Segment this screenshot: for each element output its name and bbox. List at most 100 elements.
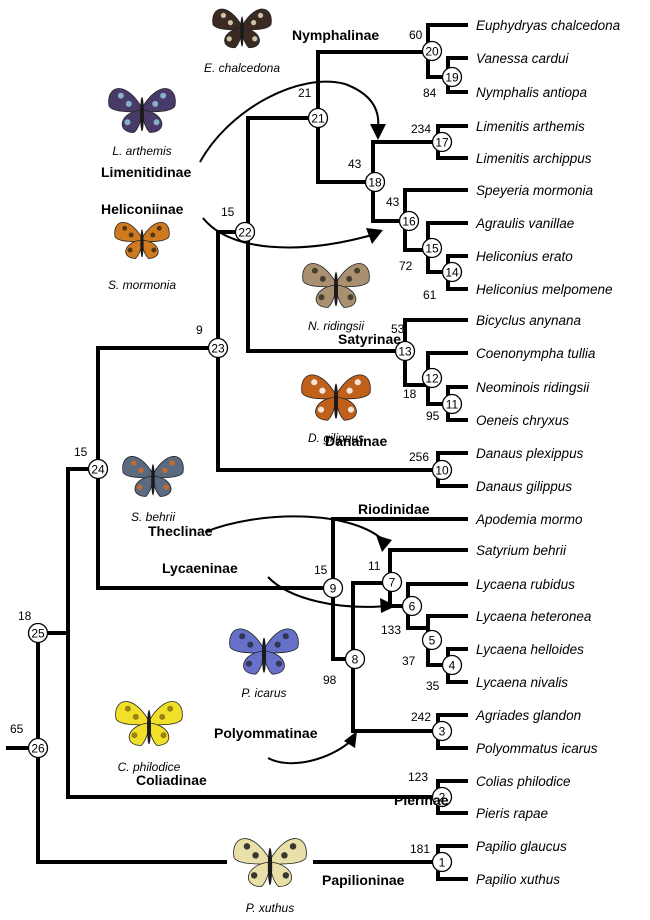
taxon-label: Lycaena nivalis <box>476 675 568 690</box>
butterfly-caption: C. philodice <box>118 760 181 774</box>
node-17: 17 <box>433 133 452 152</box>
butterfly-image <box>230 629 299 674</box>
node-id: 20 <box>425 44 439 58</box>
taxon-label: Heliconius erato <box>476 249 573 264</box>
limenitidinae-arrow <box>200 82 378 162</box>
node-id: 14 <box>445 265 459 279</box>
node-id: 26 <box>31 741 45 755</box>
taxon-label: Neominois ridingsii <box>476 380 590 395</box>
taxon-label: Satyrium behrii <box>476 543 567 558</box>
taxon-label: Apodemia mormo <box>475 512 583 527</box>
support-value: 37 <box>402 654 416 668</box>
node-id: 3 <box>439 724 446 738</box>
support-value: 84 <box>423 86 437 100</box>
taxon-label: Colias philodice <box>476 774 571 789</box>
node-id: 16 <box>402 214 416 228</box>
node-id: 24 <box>91 462 105 476</box>
support-value: 60 <box>409 28 423 42</box>
node-id: 19 <box>445 70 459 84</box>
node-id: 18 <box>368 175 382 189</box>
node-id: 9 <box>330 581 337 595</box>
node-12: 12 <box>423 369 442 388</box>
support-value: 133 <box>381 623 401 637</box>
node-id: 1 <box>439 855 446 869</box>
taxon-label: Agriades glandon <box>475 708 581 723</box>
node-id: 25 <box>31 626 45 640</box>
tree-nodes: 1234567891011121314151617181920212223242… <box>29 42 462 872</box>
clade-label: Limenitidinae <box>101 164 191 180</box>
support-value: 181 <box>410 842 430 856</box>
node-22: 22 <box>236 223 255 242</box>
taxon-label: Danaus plexippus <box>476 446 584 461</box>
taxon-label: Danaus gilippus <box>476 479 572 494</box>
support-value: 18 <box>403 387 417 401</box>
support-value: 256 <box>409 450 429 464</box>
node-18: 18 <box>366 173 385 192</box>
node-14: 14 <box>443 263 462 282</box>
clade-label: Pierinae <box>394 792 449 808</box>
node-20: 20 <box>423 42 442 61</box>
butterfly-image <box>213 9 272 48</box>
support-value: 21 <box>298 86 312 100</box>
clade-label: Polyommatinae <box>214 725 318 741</box>
taxon-label: Vanessa cardui <box>476 51 570 66</box>
support-value: 35 <box>426 679 440 693</box>
clade-label: Riodinidae <box>358 501 430 517</box>
taxon-label: Heliconius melpomene <box>476 282 613 297</box>
node-5: 5 <box>423 631 442 650</box>
node-id: 23 <box>211 341 225 355</box>
butterfly-caption: P. icarus <box>241 686 286 700</box>
butterfly-image <box>302 375 371 420</box>
support-value: 9 <box>196 323 203 337</box>
taxon-label: Agraulis vanillae <box>475 216 574 231</box>
taxon-label: Pieris rapae <box>476 806 548 821</box>
butterfly-caption: E. chalcedona <box>204 61 280 75</box>
support-value: 43 <box>348 157 362 171</box>
node-24: 24 <box>89 460 108 479</box>
node-id: 6 <box>409 599 416 613</box>
support-value: 15 <box>314 563 328 577</box>
node-6: 6 <box>403 597 422 616</box>
butterfly-caption: N. ridingsii <box>308 319 364 333</box>
support-value: 72 <box>399 259 413 273</box>
node-16: 16 <box>400 212 419 231</box>
clade-label: Heliconiinae <box>101 201 184 217</box>
taxon-label: Speyeria mormonia <box>476 183 594 198</box>
support-value: 18 <box>18 609 32 623</box>
node-id: 22 <box>238 225 252 239</box>
node-id: 10 <box>435 463 449 477</box>
clade-label: Lycaeninae <box>162 560 238 576</box>
node-id: 11 <box>446 397 459 411</box>
node-id: 12 <box>425 371 439 385</box>
taxon-label: Lycaena rubidus <box>476 577 575 592</box>
node-1: 1 <box>433 853 452 872</box>
butterfly-image <box>234 839 307 887</box>
support-value: 123 <box>408 770 428 784</box>
taxon-label: Oeneis chryxus <box>476 413 569 428</box>
clade-label: Satyrinae <box>338 331 401 347</box>
node-id: 7 <box>389 575 396 589</box>
taxon-label: Nymphalis antiopa <box>476 85 588 100</box>
taxon-label: Euphydryas chalcedona <box>476 18 621 33</box>
node-10: 10 <box>433 461 452 480</box>
taxon-label: Coenonympha tullia <box>476 346 596 361</box>
taxon-label: Polyommatus icarus <box>476 741 598 756</box>
clade-label: Theclinae <box>148 523 213 539</box>
butterfly-caption: P. xuthus <box>246 901 294 915</box>
node-26: 26 <box>29 739 48 758</box>
node-15: 15 <box>423 239 442 258</box>
butterfly-image <box>116 701 183 745</box>
butterfly-image <box>109 88 176 132</box>
node-id: 4 <box>449 658 456 672</box>
node-9: 9 <box>324 579 343 598</box>
butterfly-image <box>115 222 170 258</box>
node-19: 19 <box>443 68 462 87</box>
node-4: 4 <box>443 656 462 675</box>
support-value: 15 <box>74 445 88 459</box>
butterfly-caption: S. behrii <box>131 510 175 524</box>
butterfly-image <box>303 263 370 307</box>
taxon-label: Limenitis arthemis <box>476 119 585 134</box>
polyommatinae-arrow <box>268 740 352 763</box>
